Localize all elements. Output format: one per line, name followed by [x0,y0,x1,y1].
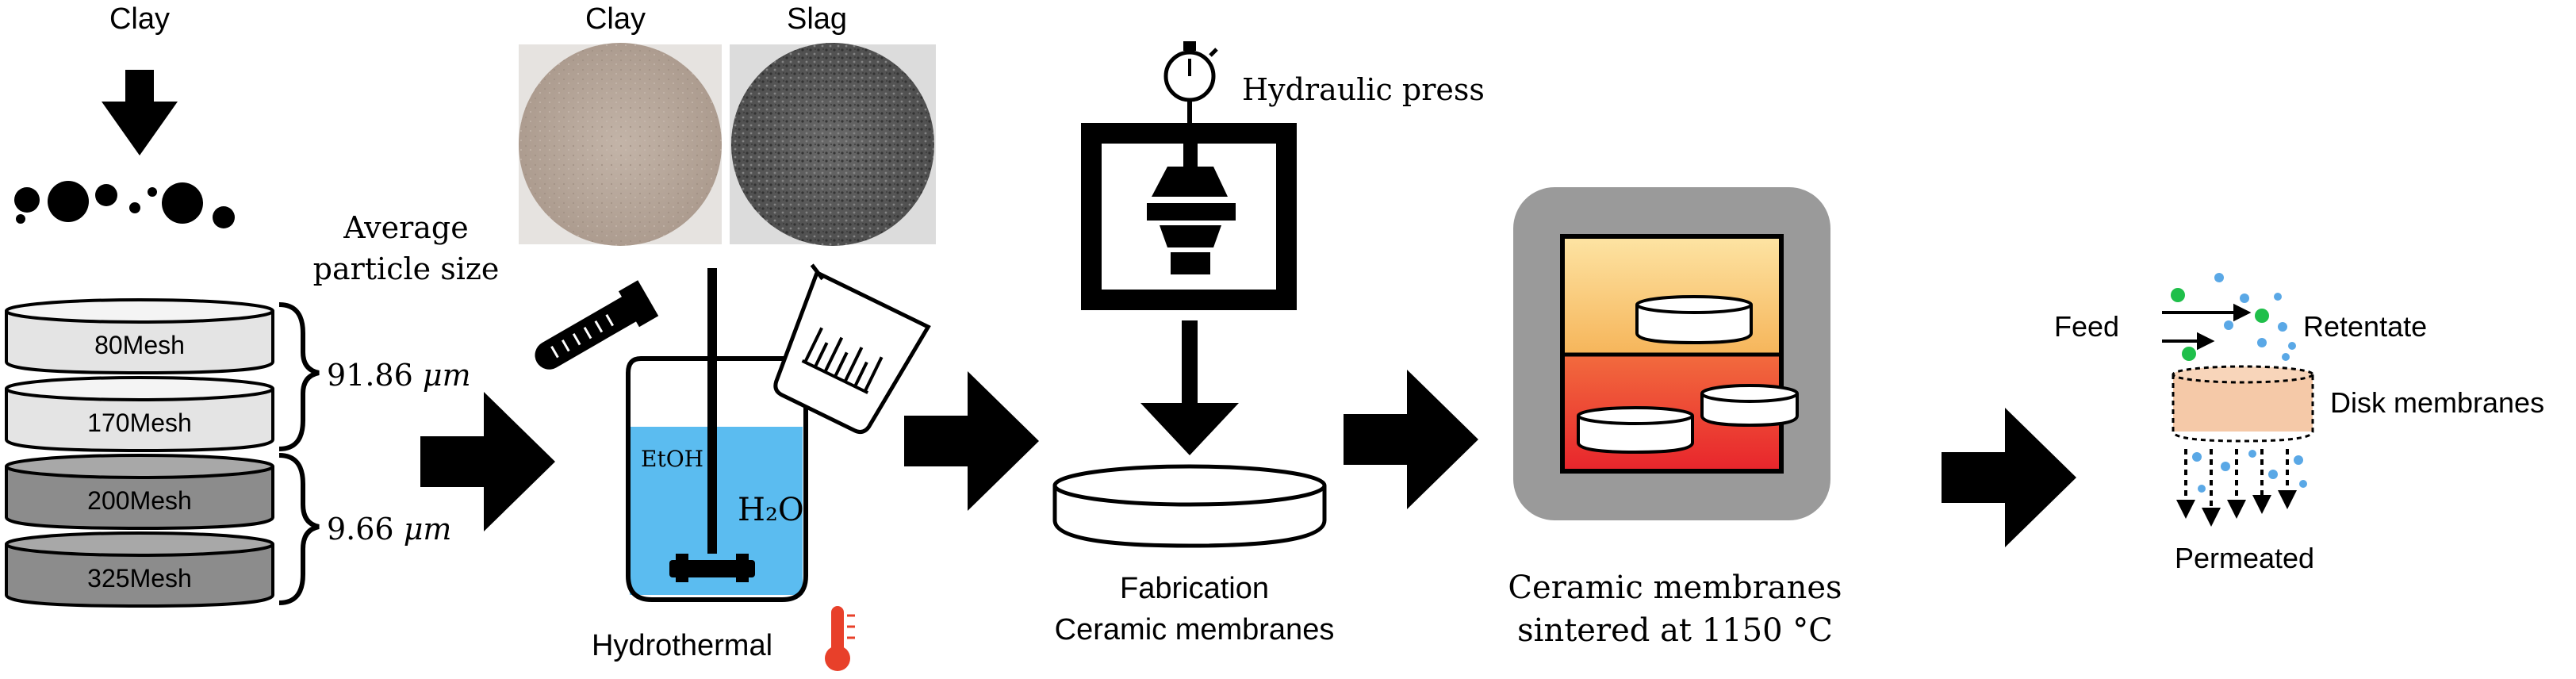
water-label: H₂O [738,492,804,528]
feed-label: Feed [2054,310,2119,343]
disk-membranes-label: Disk membranes [2330,386,2544,419]
retentate-label: Retentate [2303,310,2427,343]
sintered-disks [1577,295,1799,455]
beaker-icon [773,263,931,435]
hydrothermal-caption: Hydrothermal [592,629,772,662]
step1-title: Clay [109,2,170,36]
pressed-disk [1052,464,1327,548]
clay-particles [14,181,235,228]
size-label-line1: Average [343,210,469,245]
sieve-label: 200Mesh [87,486,192,515]
sieve-label: 170Mesh [87,409,192,437]
permeated-label: Permeated [2175,542,2314,574]
fabrication-caption-1: Fabrication [1120,572,1269,605]
sintering-caption-2: sintered at 1150 °C [1517,612,1833,649]
sieve-label: 325Mesh [87,564,192,593]
size-coarse: 91.86 μm [327,358,471,393]
sieve-label: 80Mesh [94,331,185,359]
sieve-80mesh: 80Mesh [5,298,274,375]
permeate-particles [2192,450,2307,493]
test-tube-icon [535,280,659,370]
flow-arrow-icon [420,392,555,531]
clay-photo [519,43,722,246]
flow-arrow-icon [1942,408,2076,547]
photo-label-slag: Slag [787,2,847,36]
size-label-line2: particle size [313,251,500,286]
sintering-caption-1: Ceramic membranes [1508,570,1842,606]
step5-filtration: Feed Retentate Disk membranes Permeated [2054,273,2544,574]
sieve-170mesh: 170Mesh [5,376,274,453]
disk-membrane [2172,365,2314,443]
size-fine: 9.66 μm [327,512,451,547]
feed-arrows [2162,303,2252,351]
sieve-stack: 80Mesh 170Mesh 200Mesh 325Mesh [5,298,274,608]
ethanol-label: EtOH [641,446,703,472]
step4-sintering: Ceramic membranes sintered at 1150 °C [1508,187,1842,649]
permeate-arrows [2176,449,2297,527]
press-label: Hydraulic press [1242,72,1485,107]
step2-hydrothermal: Clay Slag [519,2,936,671]
brace-coarse [278,302,320,451]
thermometer-icon [825,606,855,671]
flow-arrow-icon [904,371,1039,511]
reactor-vessel [626,268,808,602]
sieve-325mesh: 325Mesh [5,531,274,608]
press-down-arrow [1140,320,1239,455]
fabrication-caption-2: Ceramic membranes [1055,613,1335,646]
slag-photo [730,43,936,246]
step1-sieving: Clay 80Mesh 170Mesh 200Mesh 325Mesh Average… [5,2,500,608]
photo-label-clay: Clay [585,2,646,36]
hydraulic-press [1081,100,1297,310]
flow-arrow-icon [1344,370,1478,509]
brace-fine [278,453,320,605]
sieve-200mesh: 200Mesh [5,454,274,531]
step3-pressing: Hydraulic press Fabrication Ceramic memb… [1052,41,1485,646]
down-arrow-icon [102,70,178,155]
stopwatch-icon [1163,41,1218,102]
feed-particles [2171,273,2296,361]
